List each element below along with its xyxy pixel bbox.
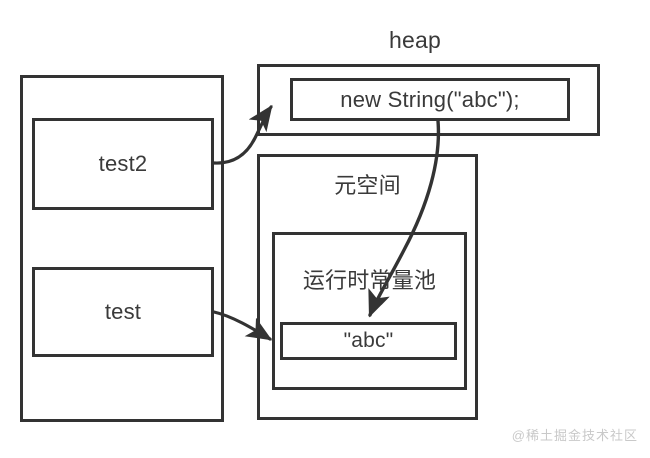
constant-pool-box — [272, 232, 467, 390]
stack-variable-box-test2 — [32, 118, 214, 210]
stack-variable-label-test2: test2 — [98, 151, 148, 176]
heap-region-box — [257, 64, 600, 136]
constant-pool-entry-label: "abc" — [343, 329, 394, 352]
heap-object-box — [290, 78, 570, 121]
metaspace-region-box — [257, 154, 478, 420]
arrow-test2-to-heap-object — [212, 104, 273, 165]
metaspace-label: 元空间 — [334, 173, 401, 198]
arrow-test-to-pool-entry — [212, 310, 273, 341]
watermark-text: @稀土掘金技术社区 — [511, 428, 638, 443]
heap-title-label: heap — [389, 26, 441, 53]
constant-pool-entry-box — [280, 322, 457, 360]
stack-variable-box-test — [32, 267, 214, 357]
heap-object-label: new String("abc"); — [340, 86, 520, 112]
arrow-heap-object-to-pool-entry — [368, 119, 441, 318]
constant-pool-label: 运行时常量池 — [302, 268, 437, 293]
stack-variable-label-test: test — [104, 299, 142, 324]
stack-region-box — [20, 75, 224, 422]
